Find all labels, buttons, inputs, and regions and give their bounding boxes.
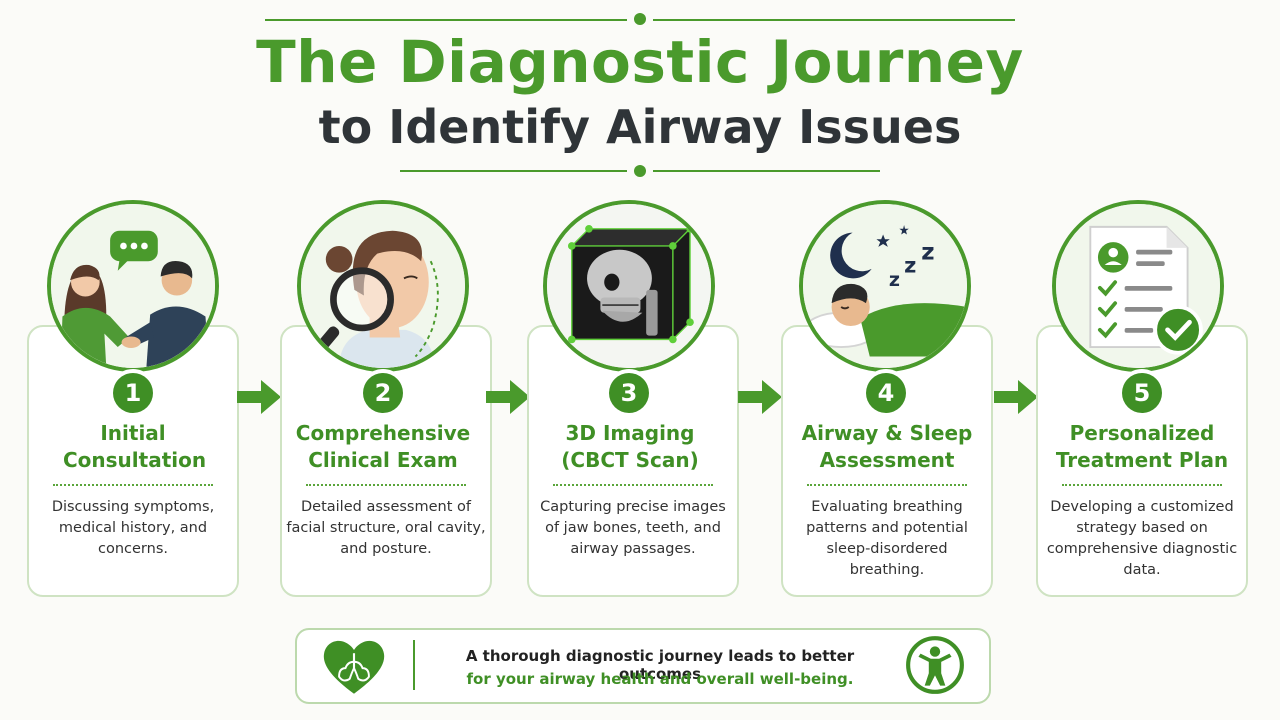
arrow-right-icon bbox=[994, 380, 1038, 414]
step-number-5: 5 bbox=[1122, 373, 1162, 413]
arrow-right-icon bbox=[237, 380, 281, 414]
consultation-people-icon bbox=[51, 204, 215, 368]
skull-scan-icon bbox=[547, 204, 711, 368]
header-bottom-line-right bbox=[653, 170, 880, 172]
arrow-right-icon bbox=[486, 380, 530, 414]
header-bottom-dot bbox=[634, 165, 646, 177]
step-title-1: Initial Consultation bbox=[63, 421, 207, 472]
checklist-document-icon bbox=[1056, 204, 1220, 368]
svg-text:z: z bbox=[921, 239, 934, 265]
step-number-3: 3 bbox=[609, 373, 649, 413]
step-description-4: Evaluating breathing patterns and potent… bbox=[806, 499, 968, 578]
svg-text:z: z bbox=[889, 269, 900, 291]
header-top-dot bbox=[634, 13, 646, 25]
page-title: The Diagnostic Journey bbox=[256, 28, 1024, 96]
step-title-5: Personalized Treatment Plan bbox=[1055, 421, 1229, 472]
step-card-5 bbox=[1036, 325, 1248, 597]
step-description-5: Developing a customized strategy based o… bbox=[1046, 499, 1238, 578]
banner-text-line-1: A thorough diagnostic journey leads to b… bbox=[465, 647, 855, 683]
sleeping-person-icon: z z z bbox=[803, 204, 967, 368]
step-title-2: Comprehensive Clinical Exam bbox=[295, 421, 471, 472]
wellbeing-person-icon bbox=[906, 636, 964, 694]
step-number-2: 2 bbox=[363, 373, 403, 413]
step-number-4: 4 bbox=[866, 373, 906, 413]
step-divider-5 bbox=[1062, 484, 1222, 486]
banner-text-line-2: for your airway health and overall well-… bbox=[466, 670, 854, 688]
step-image-4: z z z bbox=[799, 200, 971, 372]
step-title-4: Airway & Sleep Assessment bbox=[801, 421, 973, 472]
step-divider-2 bbox=[306, 484, 466, 486]
step-divider-3 bbox=[553, 484, 713, 486]
step-image-3 bbox=[543, 200, 715, 372]
header-top-line-right bbox=[653, 19, 1015, 21]
step-description-3: Capturing precise images of jaw bones, t… bbox=[540, 499, 726, 557]
step-number-1: 1 bbox=[113, 373, 153, 413]
step-title-3: 3D Imaging (CBCT Scan) bbox=[561, 421, 699, 472]
header-bottom-line-left bbox=[400, 170, 627, 172]
step-divider-4 bbox=[807, 484, 967, 486]
step-divider-1 bbox=[53, 484, 213, 486]
banner-divider bbox=[413, 640, 415, 690]
summary-banner bbox=[295, 628, 991, 704]
step-image-2 bbox=[297, 200, 469, 372]
step-image-5 bbox=[1052, 200, 1224, 372]
header-top-line-left bbox=[265, 19, 627, 21]
arrow-right-icon bbox=[738, 380, 782, 414]
lungs-heart-icon bbox=[323, 640, 385, 694]
step-description-2: Detailed assessment of facial structure,… bbox=[286, 499, 486, 557]
page-subtitle: to Identify Airway Issues bbox=[318, 100, 962, 154]
step-image-1 bbox=[47, 200, 219, 372]
step-description-1: Discussing symptoms, medical history, an… bbox=[51, 499, 215, 557]
svg-text:z: z bbox=[904, 254, 916, 278]
magnifier-face-icon bbox=[301, 204, 465, 368]
